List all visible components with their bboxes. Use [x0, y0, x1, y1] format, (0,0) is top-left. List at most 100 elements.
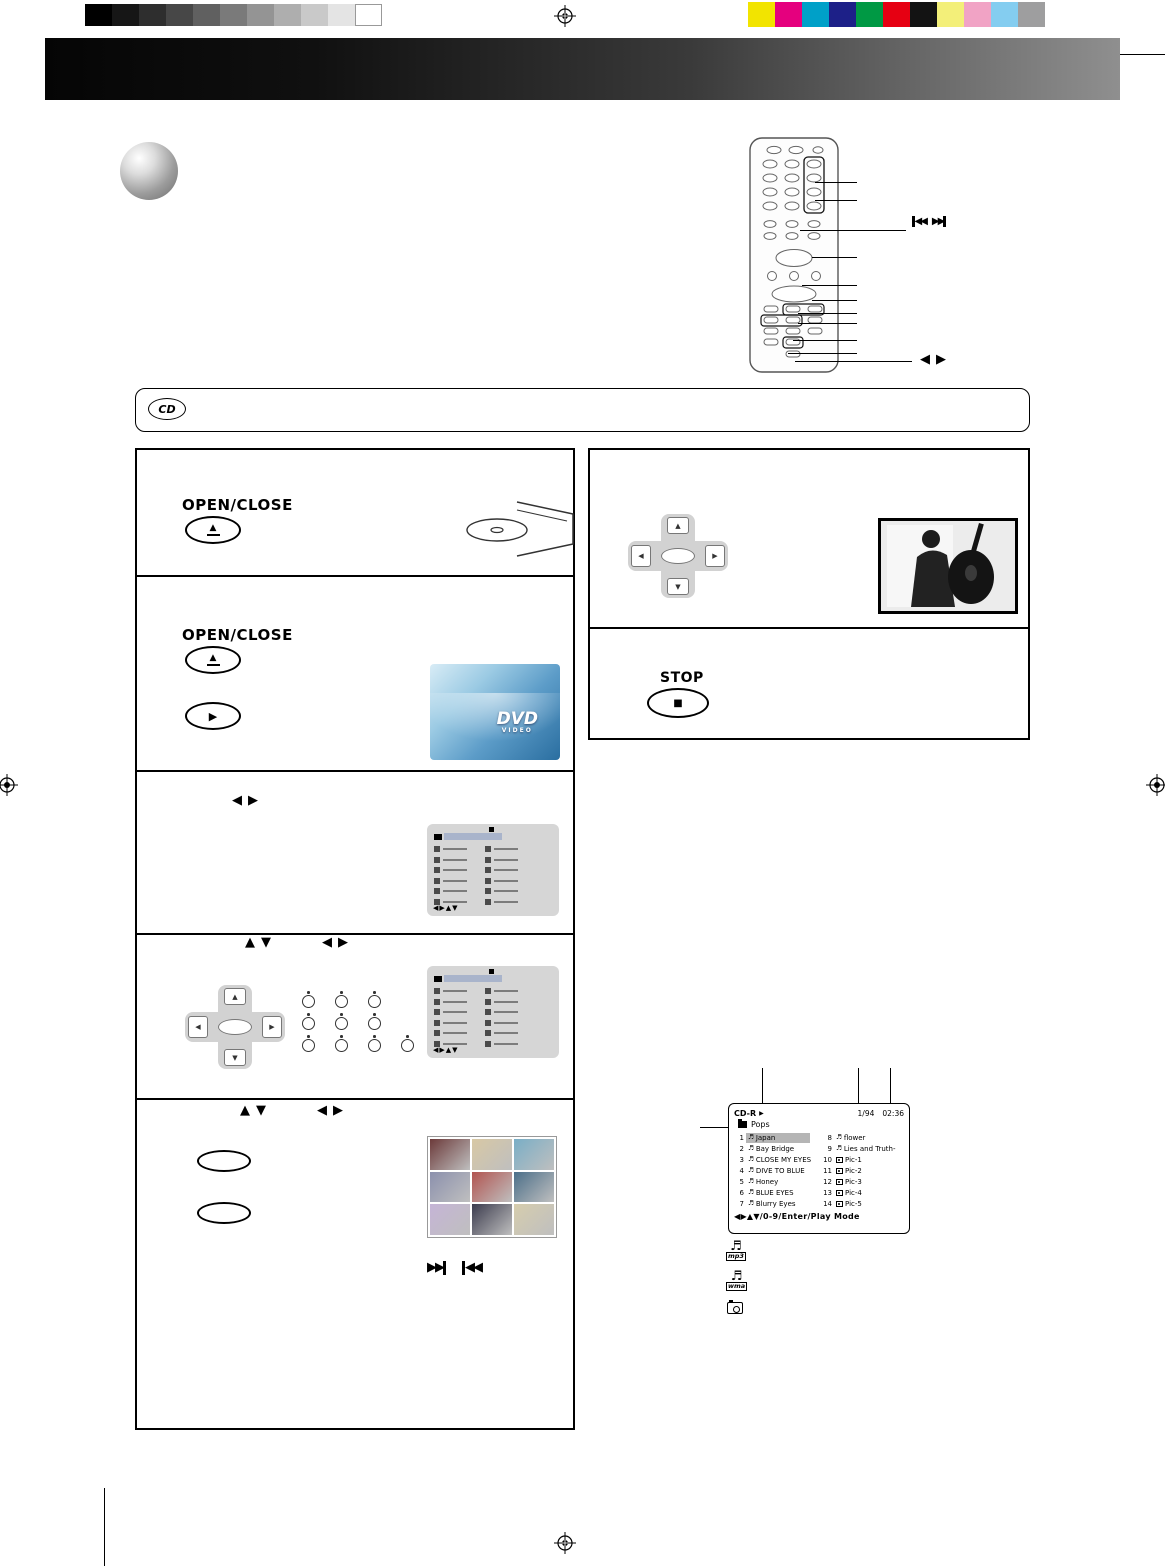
calibration-square	[328, 4, 355, 26]
folder-icon	[434, 976, 442, 982]
right-arrow-icon: ▶	[248, 793, 264, 808]
stop-icon: ■	[673, 697, 683, 709]
music-file-icon: ♬	[748, 1177, 754, 1186]
left-arrow-icon: ◀	[920, 352, 936, 367]
left-right-buttons-label: ◀▶	[920, 352, 952, 367]
calibration-square	[883, 2, 910, 27]
jpeg-thumbnail	[430, 1171, 470, 1203]
number-button	[302, 1013, 315, 1030]
jpeg-thumbnail	[472, 1139, 512, 1170]
music-file-icon: ♬	[748, 1155, 754, 1164]
down-arrow-icon: ▼	[261, 935, 277, 950]
calibration-square	[112, 4, 139, 26]
skip-buttons-label: ◀◀ ▶▶	[912, 216, 946, 227]
calibration-square	[775, 2, 802, 27]
file-screen-footer: ◀▶▲▼/0-9/Enter/Play Mode	[734, 1212, 860, 1221]
down-arrow-icon: ▼	[256, 1103, 272, 1118]
file-entry: 8♬flower	[827, 1133, 866, 1142]
eject-icon: ▲	[206, 523, 220, 537]
cursor-down-button: ▼	[667, 578, 689, 595]
music-file-icon: ♬	[748, 1144, 754, 1153]
callout-line	[798, 313, 857, 314]
left-arrow-icon: ◀	[232, 793, 248, 808]
number-button	[302, 1035, 315, 1052]
music-file-icon: ♬	[836, 1144, 842, 1153]
mp3-format-icon: ♬ mp3	[726, 1239, 746, 1261]
mini-file-screen: ◀▶▲▼	[427, 966, 559, 1058]
camera-icon	[727, 1300, 743, 1314]
file-entry: 3♬CLOSE MY EYES	[739, 1155, 812, 1164]
calibration-square	[829, 2, 856, 27]
calibration-square	[856, 2, 883, 27]
mini-screen-footer: ◀▶▲▼	[433, 1046, 459, 1054]
jpeg-thumbnail	[514, 1139, 554, 1170]
track-counter: 1/94	[857, 1109, 875, 1118]
number-button	[368, 991, 381, 1008]
registration-mark-right	[1146, 774, 1165, 796]
callout-line	[798, 323, 857, 324]
file-entry: 7♬Blurry Eyes	[739, 1199, 796, 1208]
skip-back-icon: ◀◀	[462, 1260, 483, 1275]
left-right-arrows-header: ◀▶	[317, 1103, 349, 1118]
number-button	[368, 1035, 381, 1052]
right-arrow-icon: ▶	[333, 1103, 349, 1118]
remote-oval-button	[197, 1202, 251, 1224]
music-file-icon: ♬	[748, 1188, 754, 1197]
calibration-square	[193, 4, 220, 26]
skip-forward-icon: ▶▶	[427, 1260, 446, 1275]
picture-file-icon	[836, 1200, 843, 1207]
play-icon: ▶	[208, 709, 218, 723]
cursor-right-button: ▶	[262, 1016, 282, 1038]
callout-line	[762, 1068, 763, 1103]
skip-buttons-row: ▶▶ ◀◀	[427, 1260, 483, 1275]
open-close-label: OPEN/CLOSE	[182, 496, 293, 514]
number-buttons-illustration	[302, 991, 414, 1052]
calibration-square	[964, 2, 991, 27]
jpeg-thumbnail-screen	[427, 1136, 557, 1238]
cursor-right-button: ▶	[705, 545, 725, 567]
left-arrow-icon: ◀	[322, 935, 338, 950]
cursor-left-button: ◀	[631, 545, 651, 567]
jpeg-thumbnail	[430, 1139, 470, 1170]
open-close-button: ▲	[185, 646, 241, 674]
up-down-arrows-header: ▲▼	[240, 1103, 272, 1118]
callout-line	[815, 182, 857, 183]
calibration-square	[802, 2, 829, 27]
skip-forward-icon: ▶▶	[932, 216, 946, 227]
callout-line	[815, 200, 857, 201]
file-entry: 5♬Honey	[739, 1177, 779, 1186]
callout-line	[812, 257, 857, 258]
enter-button	[661, 548, 695, 564]
callout-line	[700, 1127, 728, 1128]
left-right-arrows-header: ◀▶	[232, 793, 264, 808]
music-file-icon: ♬	[748, 1166, 754, 1175]
play-state-icon: ▶	[759, 1110, 764, 1117]
calibration-square	[247, 4, 274, 26]
callout-line	[788, 353, 857, 354]
calibration-square	[748, 2, 775, 27]
calibration-square	[274, 4, 301, 26]
bassist-photo	[878, 518, 1018, 614]
remote-oval-button	[197, 1150, 251, 1172]
callout-line	[802, 285, 857, 286]
elapsed-time: 02:36	[882, 1109, 904, 1118]
up-arrow-icon: ▲	[240, 1103, 256, 1118]
section-sphere-icon	[120, 142, 178, 200]
picture-file-icon	[836, 1178, 843, 1185]
number-button	[302, 991, 315, 1008]
file-entry: 1♬Japan	[734, 1132, 822, 1143]
play-button: ▶	[185, 702, 241, 730]
calibration-square	[1018, 2, 1045, 27]
stop-label: STOP	[660, 670, 704, 686]
registration-mark-top	[554, 5, 576, 27]
grayscale-calibration-strip	[85, 4, 382, 26]
color-calibration-strip	[748, 2, 1045, 27]
cursor-pad-illustration: ▲ ▼ ◀ ▶	[185, 985, 285, 1069]
open-close-label: OPEN/CLOSE	[182, 626, 293, 644]
cursor-down-button: ▼	[224, 1049, 246, 1066]
